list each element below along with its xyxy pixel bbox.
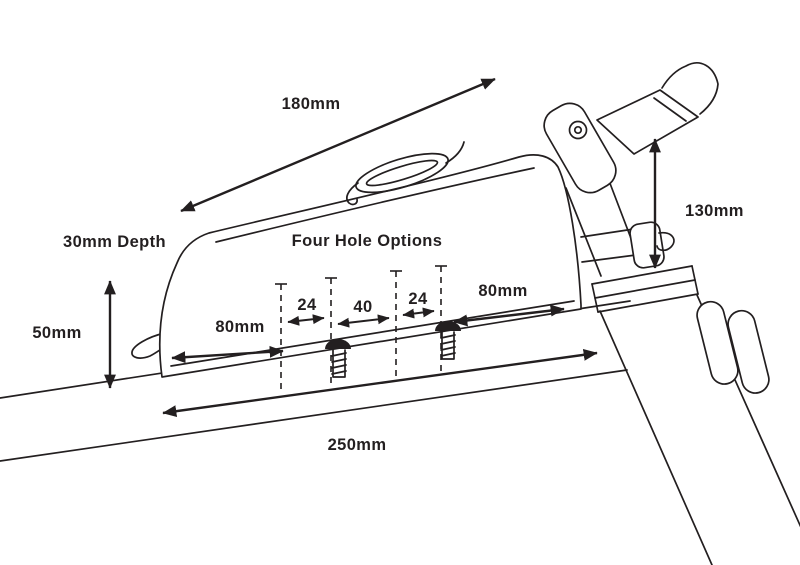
brake-hoods — [696, 300, 770, 394]
arrow-base-length — [162, 348, 598, 418]
stem-bolt-center-icon — [573, 125, 583, 135]
bolt-left-thread — [331, 349, 347, 378]
dimension-labels: 180mm 30mm Depth 50mm Four Hole Options … — [32, 95, 744, 454]
label-depth: 30mm Depth — [63, 233, 166, 251]
steerer-line-left — [565, 187, 602, 277]
spacer-line-3 — [597, 293, 699, 313]
stem-cap-line — [653, 97, 687, 122]
label-gap-left: 24 — [297, 296, 317, 314]
label-bag-height: 50mm — [32, 324, 81, 342]
bolt-left — [325, 339, 351, 378]
headset-spacers — [591, 265, 699, 313]
stem-bolt-icon — [568, 120, 588, 140]
bolt-right-thread — [440, 331, 456, 360]
arrow-top-length — [180, 77, 496, 213]
label-gap-center: 40 — [353, 298, 372, 316]
label-top-length: 180mm — [282, 95, 341, 113]
bolt-left-head-icon — [325, 339, 351, 349]
buckle — [629, 221, 665, 269]
arrow-gap-center — [337, 314, 390, 328]
arrow-right-offset — [453, 304, 565, 327]
spacer-side-left — [591, 283, 599, 313]
label-gap-right: 24 — [408, 290, 428, 308]
bike-frame — [0, 62, 800, 565]
strap-line-top — [580, 228, 635, 238]
stem-clamp — [543, 102, 617, 194]
head-tube-left-line — [599, 310, 713, 565]
spacer-side-right — [691, 265, 699, 295]
stem-assembly — [540, 62, 719, 194]
bolt-right — [435, 321, 461, 360]
arrow-gap-right — [402, 307, 435, 319]
label-right-offset: 80mm — [478, 282, 527, 300]
label-base-length: 250mm — [328, 436, 387, 454]
stem-body — [596, 89, 699, 155]
label-heading: Four Hole Options — [292, 232, 443, 250]
spacer-line-1 — [591, 265, 693, 285]
spacer-line-2 — [594, 279, 696, 299]
hood-right — [727, 309, 770, 394]
label-left-offset: 80mm — [215, 318, 264, 336]
arrow-gap-left — [287, 314, 325, 326]
hood-left — [696, 300, 739, 385]
handlebar-stub — [661, 62, 719, 115]
strap-line-bottom — [581, 254, 637, 263]
dimension-arrows — [104, 77, 661, 418]
bag-outline — [158, 154, 582, 378]
label-stem-height: 130mm — [685, 202, 744, 220]
